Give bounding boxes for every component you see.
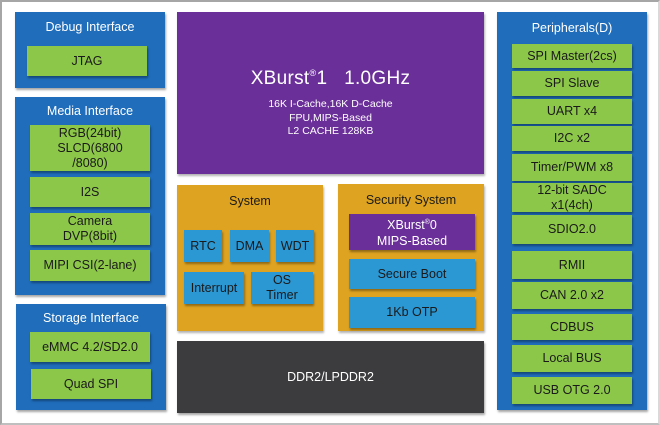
xburst0-name: XBurst®0 <box>387 218 437 232</box>
module-xburst0-core: XBurst®0 MIPS-Based <box>349 214 475 250</box>
module-wdt: WDT <box>276 230 314 262</box>
module-otp: 1Kb OTP <box>349 297 475 328</box>
peripheral-spi-slave: SPI Slave <box>512 71 632 96</box>
peripheral-spi-master: SPI Master(2cs) <box>512 44 632 68</box>
module-jtag: JTAG <box>27 46 147 76</box>
cpu-block: XBurst®1 1.0GHz 16K I-Cache,16K D-Cache … <box>177 12 484 174</box>
peripheral-local-bus: Local BUS <box>512 345 632 372</box>
peripheral-i2c: I2C x2 <box>512 126 632 151</box>
security-system-title: Security System <box>365 193 457 207</box>
peripheral-timer-pwm: Timer/PWM x8 <box>512 154 632 181</box>
system-panel: System RTC DMA WDT Interrupt OS Timer <box>177 185 323 331</box>
cpu-name: XBurst <box>250 68 310 89</box>
module-mipi-csi: MIPI CSI(2-lane) <box>30 250 150 281</box>
cpu-frequency: 1.0GHz <box>344 68 411 89</box>
module-rtc: RTC <box>184 230 222 262</box>
peripheral-uart: UART x4 <box>512 99 632 124</box>
cpu-fpu-line: FPU,MIPS-Based <box>289 112 372 124</box>
module-interrupt: Interrupt <box>184 272 244 304</box>
cpu-cache-line: 16K I-Cache,16K D-Cache <box>268 98 393 110</box>
module-rgb-slcd: RGB(24bit) SLCD(6800 /8080) <box>30 125 150 171</box>
module-emmc-sd: eMMC 4.2/SD2.0 <box>30 332 150 362</box>
cpu-version: 1 <box>316 68 328 89</box>
module-quad-spi: Quad SPI <box>31 369 151 399</box>
module-i2s: I2S <box>30 177 150 207</box>
module-dma: DMA <box>230 230 269 262</box>
peripheral-sdio: SDIO2.0 <box>512 215 632 244</box>
storage-interface-title: Storage Interface <box>43 311 139 325</box>
media-interface-title: Media Interface <box>46 104 134 118</box>
system-title: System <box>229 194 271 208</box>
cpu-l2-line: L2 CACHE 128KB <box>287 125 374 137</box>
peripheral-cdbus: CDBUS <box>512 314 632 340</box>
security-system-panel: Security System XBurst®0 MIPS-Based Secu… <box>338 184 484 331</box>
peripherals-title: Peripherals(D) <box>531 21 613 35</box>
xburst0-subtitle: MIPS-Based <box>376 234 448 248</box>
storage-interface-panel: Storage Interface eMMC 4.2/SD2.0 Quad SP… <box>16 304 166 410</box>
peripheral-usb-otg: USB OTG 2.0 <box>512 377 632 404</box>
memory-block: DDR2/LPDDR2 <box>177 341 484 413</box>
media-interface-panel: Media Interface RGB(24bit) SLCD(6800 /80… <box>15 97 165 295</box>
cpu-title: XBurst®1 1.0GHz <box>177 68 484 90</box>
peripheral-rmii: RMII <box>512 251 632 279</box>
module-os-timer: OS Timer <box>251 272 313 304</box>
cpu-reg-mark: ® <box>309 68 317 78</box>
peripheral-sadc: 12-bit SADC x1(4ch) <box>512 183 632 212</box>
debug-interface-title: Debug Interface <box>45 20 135 34</box>
peripherals-panel: Peripherals(D) SPI Master(2cs) SPI Slave… <box>497 12 647 410</box>
debug-interface-panel: Debug Interface JTAG <box>15 12 165 88</box>
module-secure-boot: Secure Boot <box>349 259 475 289</box>
peripheral-can: CAN 2.0 x2 <box>512 282 632 309</box>
module-camera-dvp: Camera DVP(8bit) <box>30 213 150 245</box>
